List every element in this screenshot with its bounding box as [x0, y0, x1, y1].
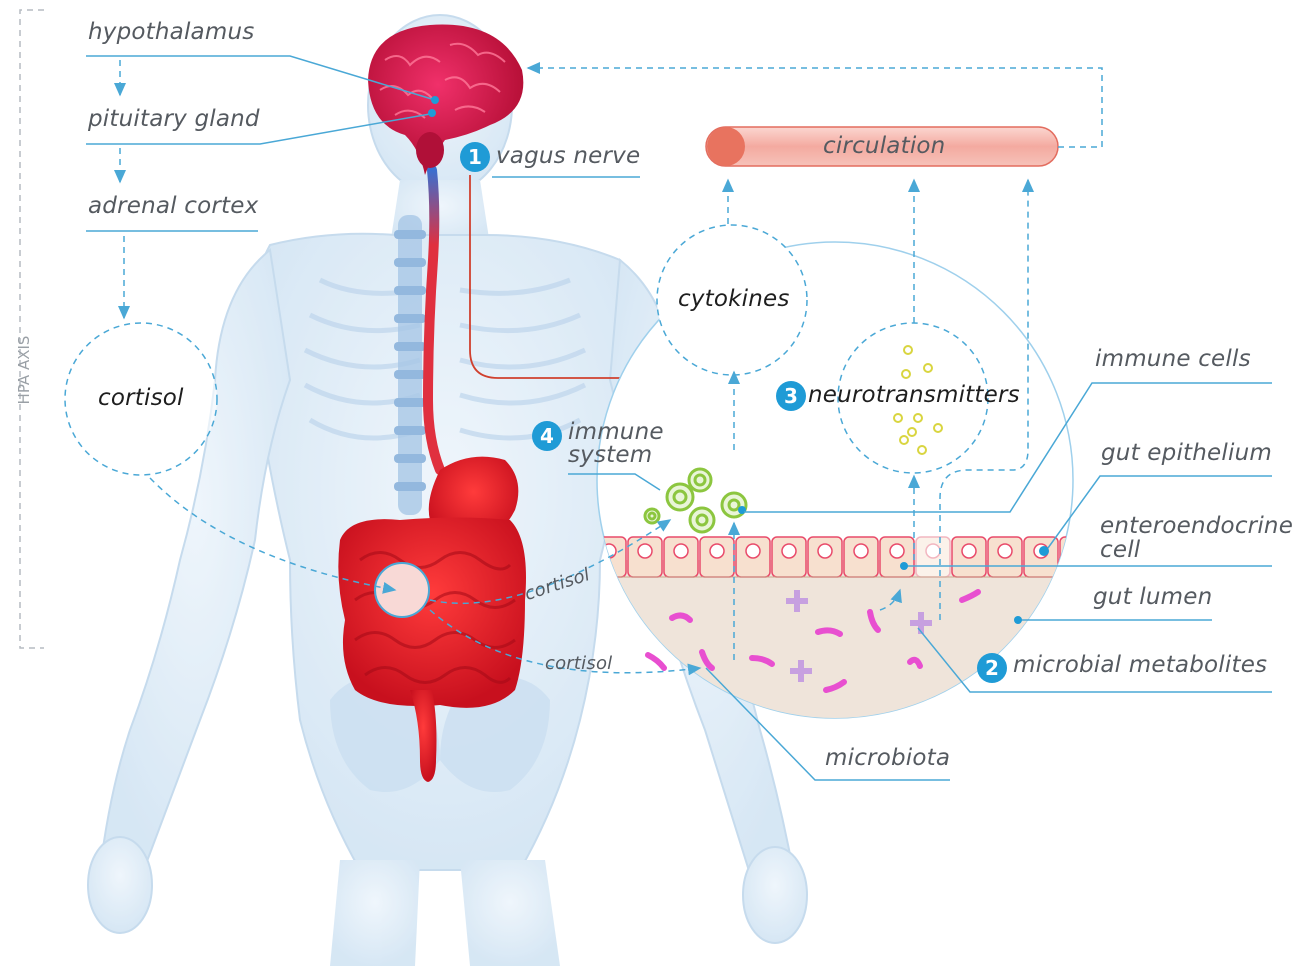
badge-neurotransmitters: 3	[776, 381, 806, 411]
microbiota-label: microbiota	[825, 745, 950, 771]
intestine-zoom-marker	[375, 563, 429, 617]
cortisol-label: cortisol	[98, 385, 184, 411]
badge-metabolites: 2	[977, 653, 1007, 683]
enteroendocrine-label: enteroendocrine	[1100, 513, 1293, 539]
enteroendocrine-cell-label: cell	[1100, 537, 1140, 563]
badge-vagus: 1	[460, 142, 490, 172]
immune-system-label: system	[568, 442, 652, 468]
hpa-axis-bracket	[20, 10, 44, 648]
hypothalamus-label: hypothalamus	[88, 19, 254, 45]
gut-epithelium-label: gut epithelium	[1101, 440, 1272, 466]
cytokines-label: cytokines	[678, 286, 790, 312]
adrenal-cortex-label: adrenal cortex	[88, 193, 258, 219]
badge-immune: 4	[532, 421, 562, 451]
neurotransmitters-label: neurotransmitters	[808, 382, 1020, 408]
cortisol-arrow-label-2: cortisol	[545, 653, 612, 674]
gut-lumen-label: gut lumen	[1093, 584, 1212, 610]
microbial-metabolites-label: microbial metabolites	[1013, 652, 1267, 678]
immune-cells-label: immune cells	[1095, 346, 1251, 372]
circulation-label: circulation	[823, 133, 945, 159]
spine	[394, 215, 426, 515]
hpa-axis-label: HPA AXIS	[6, 330, 42, 410]
vagus-nerve-label: vagus nerve	[496, 143, 640, 169]
pituitary-gland-label: pituitary gland	[88, 106, 260, 132]
